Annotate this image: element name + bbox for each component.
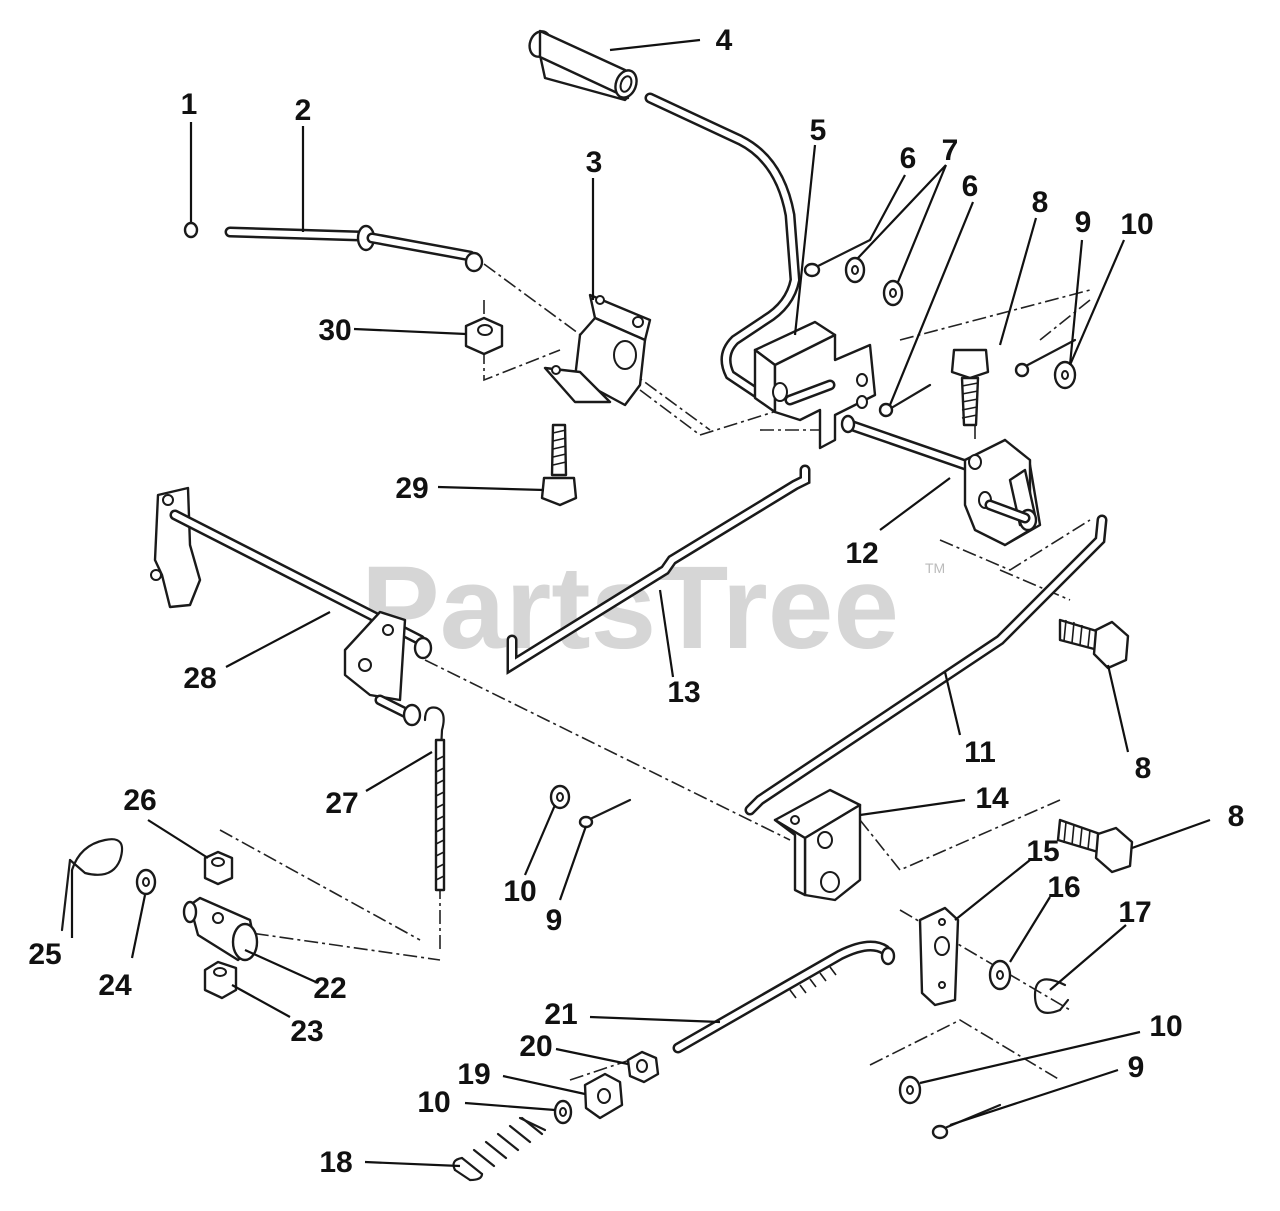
callout-22: 22 (313, 972, 346, 1005)
part-21-threaded-rod (672, 940, 896, 1054)
callout-4: 4 (716, 24, 733, 57)
callout-19: 19 (457, 1058, 490, 1091)
callout-1: 1 (181, 88, 198, 121)
callout-26: 26 (123, 784, 156, 817)
part-26-nut (203, 850, 234, 886)
part-19-nut (583, 1072, 624, 1120)
callout-5: 5 (810, 114, 827, 147)
part-22-ferrule (182, 896, 259, 962)
part-3-bracket (543, 293, 652, 407)
callout-9b: 9 (546, 904, 563, 937)
callout-10a: 10 (1120, 208, 1153, 241)
part-14-bracket (773, 788, 862, 902)
watermark-text: PartsTree (361, 542, 899, 674)
watermark-trademark: TM (925, 560, 945, 576)
callout-9a: 9 (1075, 206, 1092, 239)
part-11-rod (744, 514, 1108, 816)
callout-2: 2 (295, 94, 312, 127)
callout-13: 13 (667, 676, 700, 709)
callout-8b: 8 (1135, 752, 1152, 785)
part-10-washer-lower (553, 1099, 573, 1125)
callout-20: 20 (519, 1030, 552, 1063)
callout-15: 15 (1026, 835, 1059, 868)
part-15-plate (918, 906, 960, 1007)
callout-21: 21 (544, 998, 577, 1031)
part-16-washer (988, 959, 1012, 991)
callout-3: 3 (586, 146, 603, 179)
part-30-nut (464, 316, 504, 356)
part-28-cross-shaft (150, 486, 433, 727)
callout-23: 23 (290, 1015, 323, 1048)
part-6-cotter-pin (803, 238, 872, 278)
callout-14: 14 (975, 782, 1009, 815)
leader-lines (70, 38, 1211, 1168)
callout-8a: 8 (1032, 186, 1049, 219)
callout-16: 16 (1047, 871, 1080, 904)
callout-8c: 8 (1228, 800, 1245, 833)
part-18-spring (452, 1116, 547, 1182)
callout-30: 30 (318, 314, 351, 347)
callout-29: 29 (395, 472, 428, 505)
part-7-washers (844, 256, 904, 307)
callout-25: 25 (28, 938, 61, 971)
part-9-cotter-pin-bottom (931, 1103, 1002, 1140)
part-24-washer (135, 868, 157, 896)
callout-27: 27 (325, 787, 358, 820)
part-8-bolt-middle (1058, 618, 1130, 670)
part-20-nut (626, 1050, 660, 1084)
part-29-bolt (540, 423, 578, 507)
part-9-cotter-pin-middle (578, 798, 632, 829)
part-17-clip (1033, 978, 1070, 1014)
part-10-washer-top (1053, 360, 1077, 390)
part-9-cotter-pin-top (1014, 338, 1077, 378)
callout-11: 11 (964, 736, 996, 769)
callout-18: 18 (319, 1146, 352, 1179)
part-8-bolt-lower (1056, 818, 1134, 874)
part-10-washer-middle (549, 784, 571, 810)
part-27-eye-bolt (423, 706, 446, 892)
part-10-washer-bottom (898, 1075, 922, 1105)
part-6b-cotter-pin (878, 383, 932, 418)
part-23-nut (203, 960, 238, 1000)
part-12-shaft (840, 414, 1042, 547)
callout-6b: 6 (962, 170, 979, 203)
callout-10c: 10 (1149, 1010, 1182, 1043)
callout-9c: 9 (1128, 1051, 1145, 1084)
callout-12: 12 (845, 537, 878, 570)
callout-10d: 10 (417, 1086, 450, 1119)
part-25-hairpin (60, 838, 124, 932)
part-2-rod (224, 224, 484, 273)
callout-28: 28 (183, 662, 216, 695)
part-13-rod (506, 464, 811, 675)
callout-24: 24 (98, 969, 132, 1002)
callout-6a: 6 (900, 142, 917, 175)
callout-labels: 1 2 3 4 5 6 7 6 8 9 10 30 29 12 13 11 8 … (28, 24, 1244, 1179)
part-5-bracket (753, 320, 877, 450)
callout-7: 7 (942, 134, 959, 167)
callout-17: 17 (1118, 896, 1151, 929)
part-1-pin (183, 221, 199, 239)
part-4-lever-handle (528, 29, 801, 401)
callout-10b: 10 (503, 875, 536, 908)
part-8-bolt-top (950, 348, 990, 427)
